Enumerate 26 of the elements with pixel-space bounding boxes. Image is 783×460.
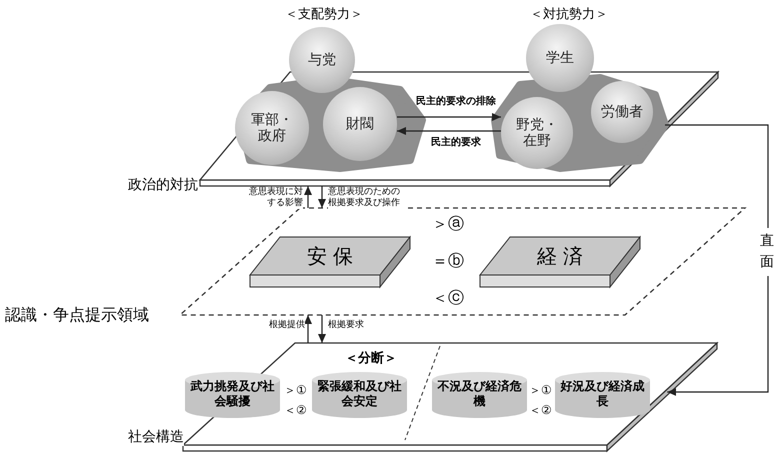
edge-label: 意思表現のための根拠要求及び操作 [328,187,406,209]
circle-node: 学生 [526,24,594,92]
plane-label: 政治的対抗 [128,176,198,194]
arrow [304,186,312,208]
circle-node: 与党 [289,27,355,93]
plane-label: 認識・争点提示領域 [5,305,149,326]
group-title: ＜支配勢力＞ [285,6,363,23]
section-label: ＜分断＞ [345,350,397,367]
comparison-label: ＜② [529,402,552,419]
comparison-label: ＜② [284,402,307,419]
edge-label: 民主的要求 [430,137,482,149]
arrow [397,127,501,135]
group-title: ＜対抗勢力＞ [530,6,608,23]
arrow [397,113,501,121]
arrow [304,315,312,343]
edge-label: 民主的要求の排除 [415,96,497,108]
arrow [318,315,326,343]
comparison-label: ＞① [529,382,552,399]
plane-label: 社会構造 [128,428,184,446]
comparison-label: ＞① [284,382,307,399]
comparison-label: ＝ⓑ [432,251,464,272]
arrow [318,186,326,208]
edge-label: 直面 [760,228,774,276]
comparison-label: ＜ⓒ [432,288,464,309]
arrow [665,124,769,396]
comparison-label: ＞ⓐ [432,214,464,235]
